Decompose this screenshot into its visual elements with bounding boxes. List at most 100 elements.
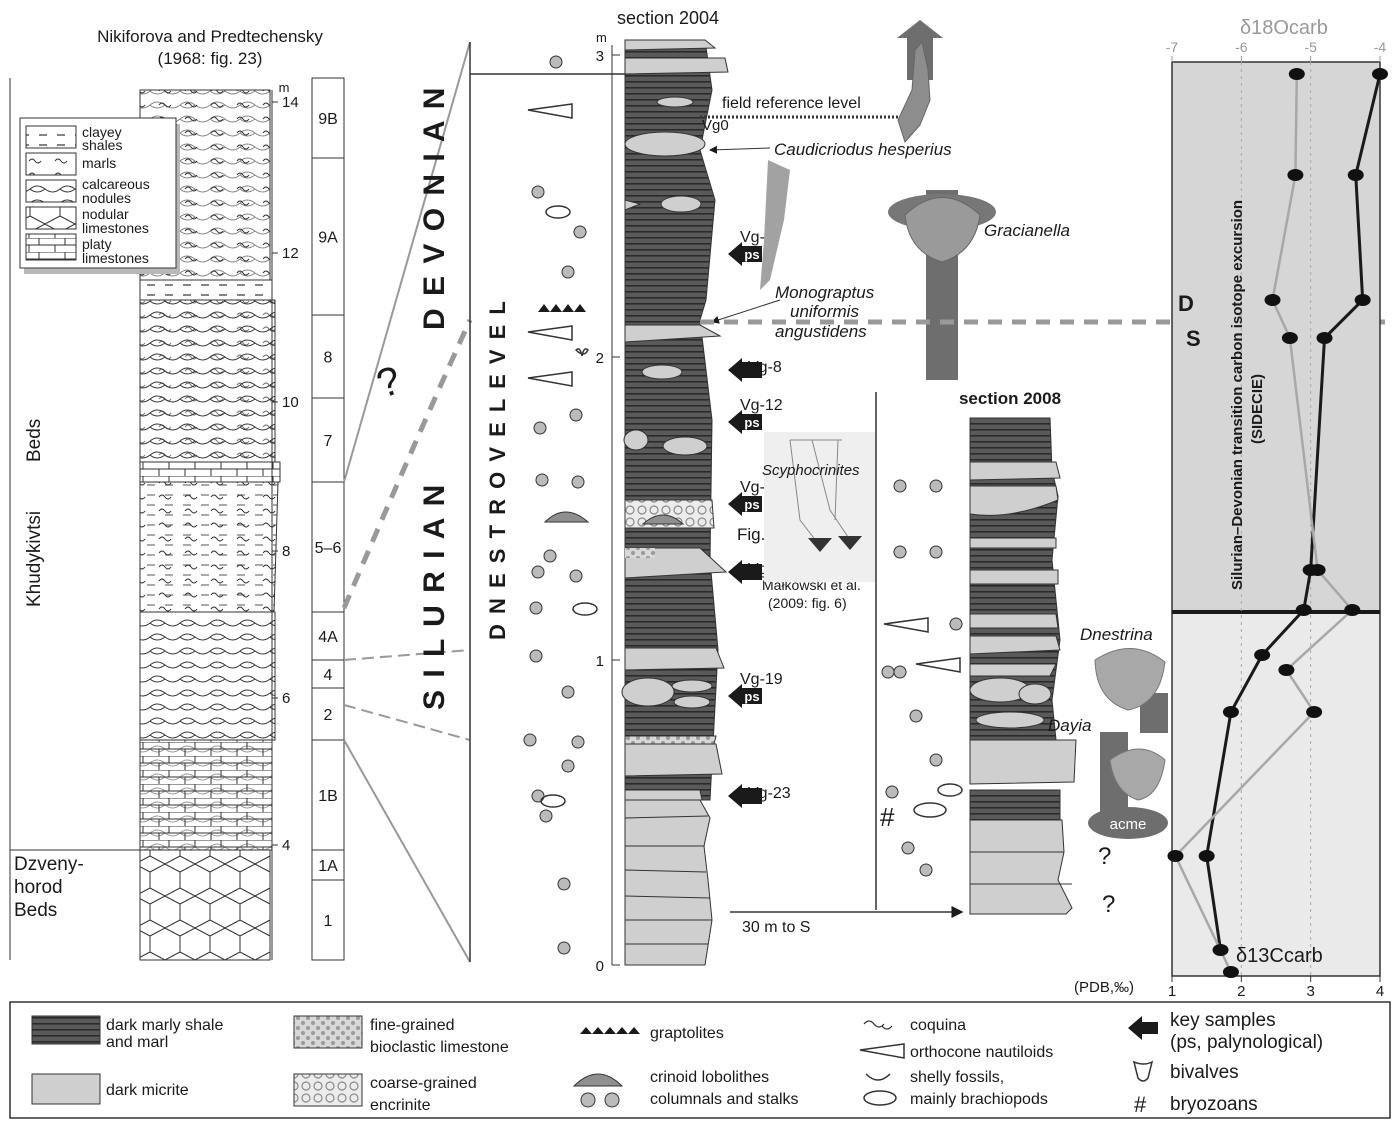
correlation-4 [343,649,471,661]
lobolith-icon [543,511,590,523]
legend-shale-2: and marl [106,1034,168,1051]
inset-swatch-nodules [25,179,77,203]
excursion-label-2: (SIDECIE) [1249,374,1266,444]
key-sample-arrow-icon [728,242,762,266]
crinoid-columnal-icon [569,569,583,583]
taxon-gracianella: Gracianella [984,221,1070,240]
taxon-dnestrina: Dnestrina [1080,625,1153,644]
scyphocrinites-lobolith [838,536,862,550]
crinoid-columnal-icon [523,733,537,747]
crinoid-columnal-icon [573,225,587,239]
legend-columnal-icon [604,1092,620,1108]
bottom-tick-label: 1 [1168,983,1176,1000]
crinoid-columnal-icon [881,665,895,679]
crinoid-columnal-icon [929,479,943,493]
legend-bivalve-icon [1132,1060,1154,1082]
legend-swatch-shale [31,1015,101,1045]
bed-nodule [641,364,683,380]
scale-label: 2 [596,350,604,367]
crinoid-columnal-icon [893,479,907,493]
data-point-d13c [1222,706,1239,718]
crinoid-columnal-icon [535,473,549,487]
bed-label: 8 [324,350,333,367]
conodont-illustration [897,40,931,143]
section-2004-title: section 2004 [617,8,719,28]
orthocone-icon [527,103,573,119]
key-sample-arrow-icon [728,358,762,382]
top-tick-label: -7 [1166,39,1179,55]
data-point-d18o [1264,294,1281,306]
legend-graptolite-icon [580,1027,640,1034]
crinoid-columnal-icon [569,408,583,422]
crinoid-columnal-icon [529,601,543,615]
legend-micrite: dark micrite [106,1082,189,1099]
log-lower-nodular [139,611,276,741]
bed2008-micrite [969,635,1061,655]
palynology-marker: ps [744,497,759,512]
bed2008-micrite [969,663,1057,677]
top-tick-label: -6 [1235,39,1248,55]
key-sample-label: Vg-12 [740,397,783,414]
crinoid-columnal-icon [929,753,943,767]
data-point-d18o [1288,68,1305,80]
bed-micrite [624,743,723,777]
section-2008-fossils: # [880,479,963,877]
bed-label: 5–6 [315,540,342,557]
data-point-d13c [1254,649,1271,661]
bed-nodule [656,96,694,108]
depth-tick-label: 10 [282,394,299,411]
sidecie-shading [1172,62,1380,612]
crinoid-columnal-icon [531,789,545,803]
scale-label: 0 [596,958,604,975]
log-depth-unit: m [279,80,290,95]
bed2008-micrite [969,613,1059,629]
inset-label-6: limestones [82,220,149,236]
legend-crinoid-1: crinoid lobolithes [650,1069,769,1086]
bed-label: 2 [324,707,333,724]
key-sample-label: Vg-23 [748,785,791,802]
inset-swatch-shales [25,125,77,149]
key-sample-label: Vg-19 [740,671,783,688]
taxon-monograptus-3: angustidens [775,322,867,341]
depth-tick-label: 14 [282,94,299,111]
dayia-illustration [1109,748,1166,801]
depth-tick-label: 4 [282,837,290,854]
crinoid-columnal-icon [529,649,543,663]
log-middle-marls [140,300,275,480]
data-point-d13c [1372,68,1388,80]
label-dnestrove-level: D N E S T R O V E L E V E L [485,299,510,640]
bed-nodule [662,436,708,456]
taxon-monograptus-1: Monograptus [775,283,875,302]
bed-nodule [660,195,702,213]
legend-graptolites: graptolites [650,1025,724,1042]
legend-coquina: coquina [910,1017,966,1034]
series-line-d18o [1173,73,1355,973]
log-5-6-shales [140,482,278,612]
bed-micrite [624,647,725,671]
bed-label: 7 [324,433,333,450]
caudicriodus-pointer [709,145,771,154]
brachiopod-icon [572,602,598,616]
bed-number-column [311,77,345,961]
key-sample-label: Vg-8 [748,359,782,376]
data-point-d18o [1222,966,1239,978]
label-silurian-question: ? [371,358,406,407]
crinoid-columnal-icon [929,545,943,559]
section-2004-fossils [523,55,598,955]
log-dzvenyhorod-limestones [139,849,271,961]
correlation-bottom [343,739,471,963]
legend-key-2: (ps, palynological) [1170,1032,1323,1053]
formation-khudykivtsi: Khudykivtsi [24,511,45,607]
depth-tick-label: 8 [282,543,290,560]
range-question-1: ? [1098,843,1111,870]
bed2008-micrite [969,485,1059,516]
data-point-d18o [1287,169,1304,181]
inset-swatch-marls [25,152,77,176]
data-point-d18o [1278,664,1295,676]
formation-dzvenyhorod-1: Dzveny- [14,854,84,875]
inset-label-2: marls [82,155,116,171]
crinoid-columnal-icon [543,549,557,563]
data-point-d18o [1306,706,1323,718]
